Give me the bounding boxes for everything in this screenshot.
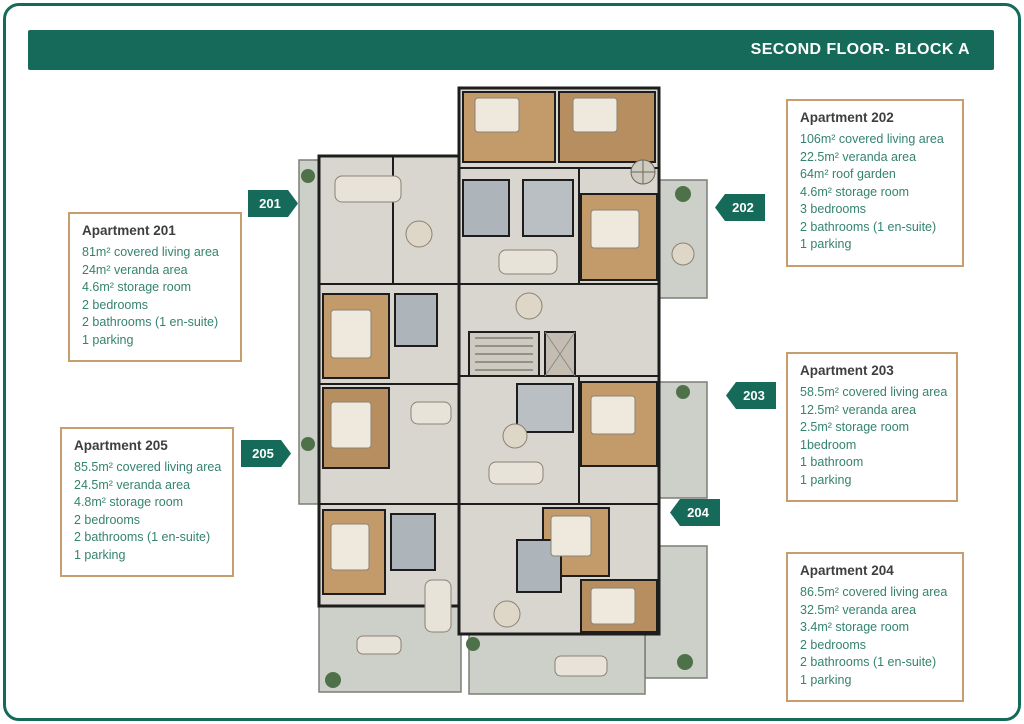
apartment-detail: 4.6m² storage room — [800, 184, 910, 199]
bathrooms — [390, 179, 574, 593]
apartment-detail: 1 parking — [82, 332, 134, 347]
marker-202: 202 — [715, 194, 765, 221]
furniture-beds — [330, 97, 640, 625]
apartment-detail: 86.5m² covered living area — [800, 585, 948, 599]
apartment-201-info: Apartment 201 81m² covered living area 2… — [68, 212, 242, 362]
apartment-detail: 1 bathroom — [800, 455, 864, 469]
apartment-detail: 106m² covered living area — [800, 132, 944, 146]
stair-core — [468, 331, 576, 377]
marker-205: 205 — [241, 440, 291, 467]
apartment-detail: 2.5m² storage room — [800, 420, 910, 434]
apartment-detail: 4.8m² storage room — [74, 495, 184, 509]
marker-label: 205 — [252, 446, 274, 461]
apartment-detail: 2 bathrooms (1 en-suite) — [74, 530, 211, 544]
apartment-detail: 24m² veranda area — [82, 262, 188, 277]
apartment-204-info: Apartment 204 86.5m² covered living area… — [786, 552, 964, 702]
header-bar: SECOND FLOOR- BLOCK A — [28, 30, 994, 70]
apartment-title: Apartment 204 — [800, 563, 894, 578]
marker-204: 204 — [670, 499, 720, 526]
apartment-detail: 1 parking — [800, 237, 852, 251]
apartment-detail: 2 bathrooms (1 en-suite) — [800, 655, 937, 669]
apartment-detail: 3.4m² storage room — [800, 620, 910, 634]
marker-201: 201 — [248, 190, 298, 217]
apartment-title: Apartment 202 — [800, 110, 894, 125]
apartment-detail: 24.5m² veranda area — [74, 477, 191, 492]
apartment-detail: 2 bedrooms — [800, 637, 867, 652]
apartment-detail: 58.5m² covered living area — [800, 385, 948, 399]
apartment-detail: 1bedroom — [800, 437, 857, 452]
floor-plan — [298, 86, 708, 695]
apartment-detail: 3 bedrooms — [800, 202, 867, 216]
apartment-detail: 85.5m² covered living area — [74, 460, 222, 474]
apartment-detail: 22.5m² veranda area — [800, 149, 917, 164]
plant-icons — [301, 169, 693, 688]
apartment-detail: 12.5m² veranda area — [800, 402, 917, 417]
marker-203: 203 — [726, 382, 776, 409]
apartment-205-info: Apartment 205 85.5m² covered living area… — [60, 427, 234, 577]
marker-label: 204 — [687, 505, 709, 520]
apartment-detail: 2 bedrooms — [74, 512, 141, 527]
apartment-203-info: Apartment 203 58.5m² covered living area… — [786, 352, 958, 502]
apartment-detail: 1 parking — [74, 547, 126, 562]
apartment-202-info: Apartment 202 106m² covered living area … — [786, 99, 964, 267]
marker-label: 202 — [732, 200, 754, 215]
page-title: SECOND FLOOR- BLOCK A — [750, 41, 970, 58]
apartment-title: Apartment 203 — [800, 363, 894, 378]
furniture-living — [334, 159, 695, 677]
apartment-detail: 2 bathrooms (1 en-suite) — [82, 315, 219, 329]
apartment-title: Apartment 201 — [82, 223, 176, 238]
marker-label: 201 — [259, 196, 281, 211]
apartment-detail: 1 parking — [800, 472, 852, 487]
apartment-title: Apartment 205 — [74, 438, 168, 453]
apartment-detail: 64m² roof garden — [800, 167, 896, 181]
marker-label: 203 — [743, 388, 765, 403]
apartment-detail: 2 bathrooms (1 en-suite) — [800, 219, 937, 234]
apartment-detail: 81m² covered living area — [82, 245, 219, 259]
apartment-detail: 1 parking — [800, 672, 852, 687]
apartment-detail: 32.5m² veranda area — [800, 602, 917, 617]
apartment-detail: 4.6m² storage room — [82, 280, 192, 294]
apartment-detail: 2 bedrooms — [82, 297, 149, 312]
